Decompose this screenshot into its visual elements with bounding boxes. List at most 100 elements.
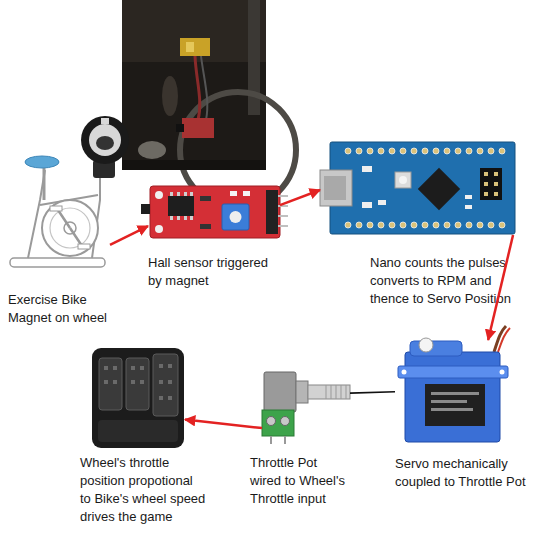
pedal-set (126, 358, 149, 410)
pedal-grip (159, 364, 163, 368)
caption-group: Hall sensor triggered by magnet (148, 254, 276, 290)
potentiometer (308, 385, 350, 399)
knurl-lines (331, 385, 332, 399)
exercise-bike-illustration (50, 208, 90, 248)
servo-motor (431, 408, 473, 411)
component-box: Nano counts the pulses converts to RPM a… (320, 140, 515, 235)
hall-sensor-module (278, 225, 288, 227)
component-box: Exercise Bike Magnet on wheel (5, 110, 110, 275)
arduino-nano-board (362, 202, 372, 208)
flow-arrow (350, 392, 395, 393)
hall-sensor-module (222, 204, 249, 230)
pin-row (433, 222, 439, 228)
pin-row (433, 148, 439, 154)
component-caption: Hall sensor triggered by magnet (148, 254, 276, 290)
servo-motor (398, 326, 510, 442)
pin-row (356, 222, 362, 228)
exercise-bike-illustration (10, 258, 105, 267)
pedal-set (99, 358, 122, 410)
pedal-grip (168, 380, 172, 384)
photo-inset (180, 38, 210, 56)
arduino-nano-board (330, 142, 515, 234)
photo-inset (122, 0, 266, 170)
component-caption: Nano counts the pulses converts to RPM a… (370, 254, 522, 308)
pin-row (444, 148, 450, 154)
hall-sensor-module (200, 196, 211, 201)
hall-sensor-module (141, 186, 288, 238)
hall-sensor-module (170, 192, 173, 196)
arduino-nano-board (320, 170, 352, 206)
servo-motor (425, 384, 485, 426)
hall-sensor-module (190, 192, 193, 196)
knurl-lines (341, 385, 342, 399)
pin-row (466, 222, 472, 228)
photo-inset (186, 42, 194, 52)
component-caption: Servo mechanically coupled to Throttle P… (395, 455, 545, 491)
pin-row (378, 222, 384, 228)
pedal-grip (159, 396, 163, 400)
pedal-grip (140, 366, 144, 370)
exercise-bike-illustration (50, 206, 62, 211)
caption-group: Servo mechanically coupled to Throttle P… (395, 455, 545, 491)
pedal-set (153, 354, 178, 416)
servo-motor (431, 400, 467, 403)
potentiometer (262, 372, 350, 444)
hall-sensor-module (278, 205, 288, 207)
pedal-grip (104, 364, 172, 400)
pin-row (499, 148, 505, 154)
servo-motor (431, 392, 479, 395)
exercise-bike-illustration (70, 228, 82, 246)
hall-sensor-module (190, 216, 193, 220)
hall-sensor-module (266, 190, 278, 234)
exercise-bike-illustration (10, 116, 129, 267)
icsp-pins (484, 172, 498, 196)
pedal-grip (159, 380, 163, 384)
pin-row (345, 148, 505, 228)
exercise-bike-illustration (81, 116, 129, 164)
pin-row (422, 148, 428, 154)
pin-row (345, 222, 351, 228)
arduino-nano-board (378, 200, 386, 205)
component-box: Servo mechanically coupled to Throttle P… (395, 340, 510, 450)
servo-motor (402, 370, 407, 375)
pedal-grip (131, 380, 135, 384)
arduino-nano-board (395, 172, 411, 188)
pin-row (477, 222, 483, 228)
photo-inset (138, 141, 166, 159)
caption-group: Nano counts the pulses converts to RPM a… (370, 254, 522, 308)
pin-row (488, 222, 494, 228)
photo-inset (122, 0, 296, 208)
caption-group: Throttle Pot wired to Wheel's Throttle i… (250, 454, 348, 508)
photo-inset (122, 160, 266, 170)
caption-group: Wheel's throttle position propotional to… (80, 454, 206, 526)
pedal-grip (131, 366, 135, 370)
icsp-pins (494, 192, 498, 196)
servo-motor (419, 338, 433, 352)
photo-inset (176, 124, 184, 132)
flow-arrow (488, 235, 513, 340)
component-caption: Wheel's throttle position propotional to… (80, 454, 206, 526)
pedal-set (92, 348, 184, 448)
potentiometer (267, 417, 276, 426)
hall-sensor-module (177, 192, 180, 196)
potentiometer (270, 436, 272, 444)
hall-sensor-module (184, 192, 187, 196)
pin-row (466, 148, 472, 154)
pedal-grip (168, 364, 172, 368)
exercise-bike-illustration (25, 156, 59, 168)
pin-row (389, 148, 395, 154)
icsp-pins (494, 172, 498, 176)
hall-sensor-module (184, 216, 187, 220)
arduino-nano-board (399, 176, 407, 184)
servo-motor (498, 328, 510, 352)
pin-row (378, 148, 384, 154)
pin-row (411, 148, 417, 154)
photo-inset (195, 56, 200, 120)
photo-inset (122, 0, 266, 62)
potentiometer (281, 417, 290, 426)
exercise-bike-illustration (78, 244, 90, 249)
hall-sensor-module (155, 225, 163, 233)
pedal-set (98, 420, 178, 442)
